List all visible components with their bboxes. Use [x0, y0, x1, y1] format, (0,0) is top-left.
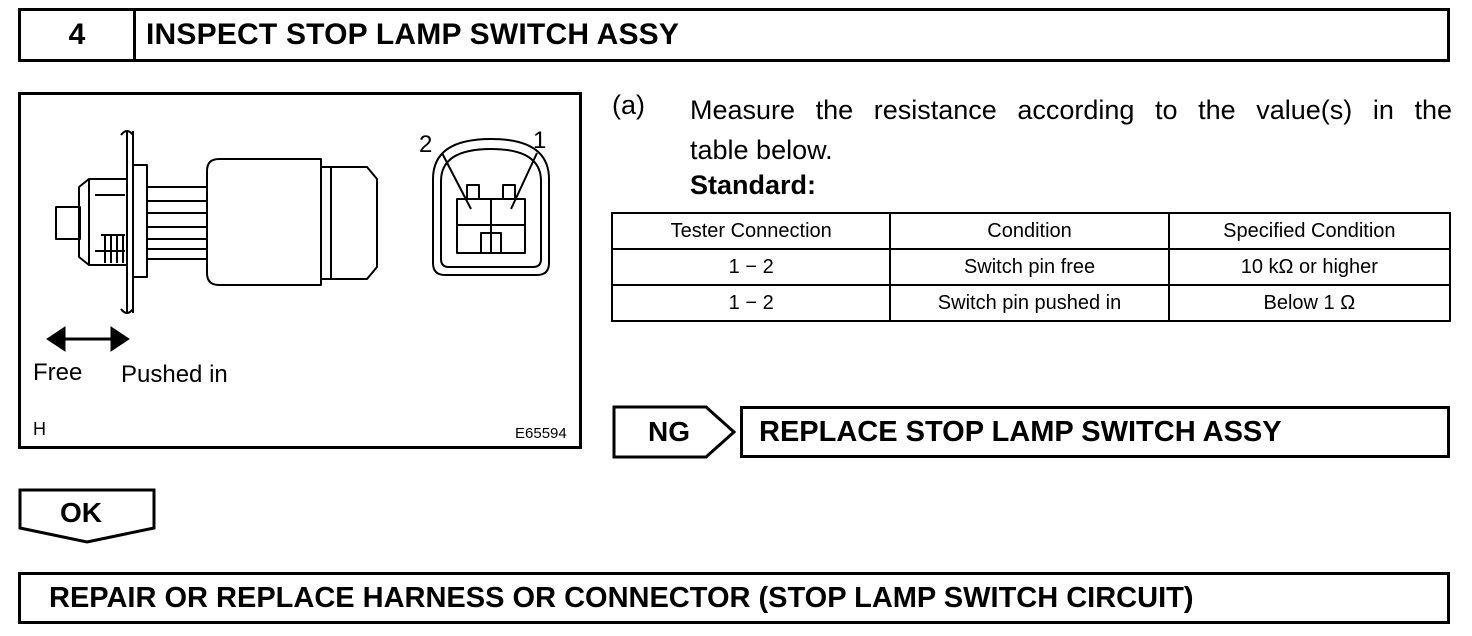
step-header: 4 INSPECT STOP LAMP SWITCH ASSY: [18, 8, 1450, 62]
figure-code: E65594: [515, 425, 567, 442]
ng-result-box: REPLACE STOP LAMP SWITCH ASSY: [740, 406, 1450, 458]
switch-illustration: 2 1 Free Pushed in H E65594: [18, 92, 582, 449]
pin-label-2: 2: [419, 131, 433, 158]
step-number: 4: [21, 11, 136, 59]
label-pushed-in: Pushed in: [121, 361, 228, 388]
instruction-text: Measure the resistance according to the …: [690, 90, 1452, 170]
label-free: Free: [33, 359, 83, 386]
ng-indicator: NG: [612, 405, 738, 459]
instruction-line-1: Measure the resistance according to the …: [690, 95, 1452, 125]
final-step-box: REPAIR OR REPLACE HARNESS OR CONNECTOR (…: [18, 572, 1450, 624]
ng-result-text: REPLACE STOP LAMP SWITCH ASSY: [759, 415, 1282, 448]
table-row: 1 − 2 Switch pin pushed in Below 1 Ω: [610, 284, 1452, 322]
table-header-cell: Tester Connection: [610, 212, 892, 250]
ok-label: OK: [60, 497, 102, 528]
table-header-row: Tester Connection Condition Specified Co…: [610, 212, 1452, 250]
stop-lamp-switch-drawing: [46, 130, 550, 352]
table-header-cell: Specified Condition: [1167, 212, 1452, 250]
final-step-text: REPAIR OR REPLACE HARNESS OR CONNECTOR (…: [49, 581, 1194, 614]
table-cell: 10 kΩ or higher: [1167, 248, 1452, 286]
ng-label: NG: [648, 416, 690, 447]
table-cell: 1 − 2: [610, 284, 892, 322]
ng-arrow-shape: [612, 405, 737, 459]
table-cell: Switch pin free: [889, 248, 1170, 286]
ok-indicator: OK: [18, 488, 156, 544]
instruction-line-2: table below.: [690, 135, 833, 165]
table-cell: Switch pin pushed in: [889, 284, 1170, 322]
spec-table: Tester Connection Condition Specified Co…: [610, 212, 1452, 322]
step-letter: (a): [612, 90, 645, 120]
table-cell: Below 1 Ω: [1167, 284, 1452, 322]
step-title: INSPECT STOP LAMP SWITCH ASSY: [146, 18, 680, 51]
table-cell: 1 − 2: [610, 248, 892, 286]
ok-arrow-shape: [18, 488, 156, 544]
table-header-cell: Condition: [889, 212, 1170, 250]
standard-label: Standard:: [690, 170, 817, 200]
corner-mark: H: [33, 419, 46, 439]
pin-label-1: 1: [533, 127, 547, 154]
table-row: 1 − 2 Switch pin free 10 kΩ or higher: [610, 248, 1452, 286]
